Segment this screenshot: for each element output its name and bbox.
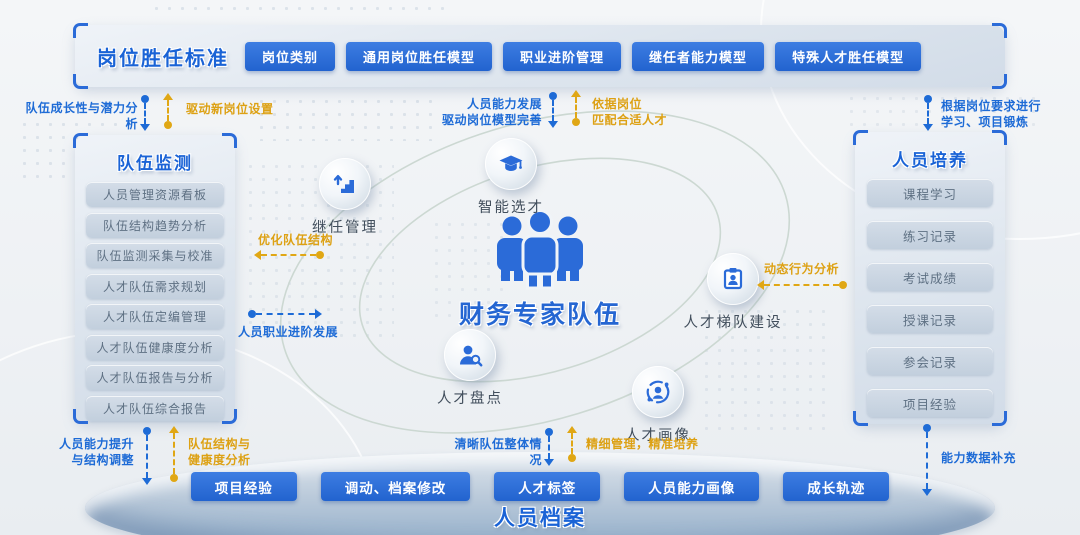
anno-fine-management: 精细管理，精准培养 (586, 437, 699, 451)
dashed-arrow-left (254, 250, 324, 260)
bracket-corner (992, 23, 1007, 38)
graduation-cap-icon[interactable] (485, 138, 537, 190)
person-search-icon[interactable] (444, 329, 496, 381)
bracket-corner (853, 411, 868, 426)
dashed-arrow-down (140, 95, 150, 131)
bottom-panel-title: 人员档案 (494, 507, 586, 530)
talent-echelon-node: 人才梯队建设 (663, 253, 803, 332)
dot-pattern (255, 95, 435, 141)
succession-management-node: 继任管理 (275, 158, 415, 237)
anno-capability-improvement: 人员能力提升 与结构调整 (58, 437, 134, 468)
left-panel-item[interactable]: 人才队伍需求规划 (86, 273, 224, 299)
right-panel-item[interactable]: 练习记录 (867, 221, 993, 249)
growth-track-button[interactable]: 成长轨迹 (783, 472, 890, 501)
bracket-corner (853, 130, 868, 145)
dashed-arrow-right (248, 309, 322, 319)
node-label: 人才盘点 (437, 391, 503, 407)
transfer-archive-edit-button[interactable]: 调动、档案修改 (320, 472, 471, 501)
smart-selection-node: 智能选才 (441, 138, 581, 217)
bracket-corner (992, 74, 1007, 89)
node-label: 智能选才 (478, 200, 544, 216)
dashed-arrow-down (142, 427, 152, 485)
talent-tag-button[interactable]: 人才标签 (494, 472, 601, 501)
right-panel-title: 人员培养 (892, 151, 968, 170)
top-panel-title: 岗位胜任标准 (97, 47, 229, 70)
left-panel-item[interactable]: 人才队伍报告与分析 (86, 365, 224, 390)
bracket-corner (73, 409, 88, 424)
right-panel-item[interactable]: 项目经验 (867, 389, 993, 417)
anno-match-talent: 依据岗位 匹配合适人才 (592, 97, 668, 128)
right-panel-item[interactable]: 考试成绩 (867, 263, 993, 291)
left-panel-title: 队伍监测 (117, 154, 193, 173)
talent-portrait-node: 人才画像 (588, 366, 728, 445)
node-label: 人才画像 (625, 428, 691, 444)
dashed-arrow-down (544, 428, 554, 466)
team-icon (497, 209, 583, 290)
top-panel-buttons: 岗位类别 通用岗位胜任模型 职业进阶管理 继任者能力模型 特殊人才胜任模型 (245, 41, 922, 71)
anno-capability-data: 能力数据补充 (941, 451, 1017, 465)
node-label: 继任管理 (312, 220, 378, 236)
anno-drive-new-position: 驱动新岗位设置 (186, 102, 274, 116)
clipboard-person-icon[interactable] (707, 253, 759, 305)
dashed-arrow-up (169, 426, 179, 482)
left-panel-item[interactable]: 人员管理资源看板 (86, 182, 224, 207)
bracket-corner (992, 130, 1007, 145)
right-panel-item[interactable]: 参会记录 (867, 347, 993, 375)
anno-clear-overview: 清晰队伍整体情况 (454, 437, 542, 468)
center-team-label: 财务专家队伍 (458, 301, 621, 329)
left-panel-item[interactable]: 队伍监测采集与校准 (86, 243, 224, 268)
anno-career-progression: 人员职业进阶发展 (238, 325, 339, 339)
capability-portrait-button[interactable]: 人员能力画像 (624, 472, 760, 501)
left-panel-item[interactable]: 队伍结构趋势分析 (86, 212, 224, 238)
dashed-arrow-up (163, 93, 173, 129)
dashed-arrow-down (922, 424, 932, 496)
dashed-arrow-down (548, 92, 558, 128)
successor-capability-model-button[interactable]: 继任者能力模型 (632, 41, 765, 71)
anno-position-training: 根据岗位要求进行 学习、项目锻炼 (941, 99, 1042, 130)
left-panel-item[interactable]: 人才队伍定编管理 (86, 304, 224, 329)
person-radar-icon[interactable] (632, 366, 684, 418)
anno-structure-health: 队伍结构与 健康度分析 (188, 437, 251, 468)
anno-capability-development: 人员能力发展 驱动岗位模型完善 (441, 97, 542, 128)
right-panel-item[interactable]: 授课记录 (867, 305, 993, 333)
center-team-group: 财务专家队伍 (430, 208, 650, 331)
node-label: 人才梯队建设 (683, 315, 783, 331)
special-talent-model-button[interactable]: 特殊人才胜任模型 (775, 41, 922, 71)
team-monitoring-panel: 队伍监测 人员管理资源看板 队伍结构趋势分析 队伍监测采集与校准 人才队伍需求规… (73, 133, 237, 424)
right-panel-item[interactable]: 课程学习 (867, 179, 993, 207)
position-category-button[interactable]: 岗位类别 (245, 41, 336, 71)
position-competency-panel: 岗位胜任标准 岗位类别 通用岗位胜任模型 职业进阶管理 继任者能力模型 特殊人才… (73, 23, 1007, 89)
stairs-up-icon[interactable] (319, 158, 371, 210)
project-experience-button[interactable]: 项目经验 (190, 472, 297, 501)
personnel-training-panel: 人员培养 课程学习 练习记录 考试成绩 授课记录 参会记录 项目经验 (853, 130, 1007, 426)
dashed-arrow-up (571, 90, 581, 126)
bottom-panel-buttons: 项目经验 调动、档案修改 人才标签 人员能力画像 成长轨迹 (0, 472, 1080, 501)
anno-team-growth: 队伍成长性与潜力分析 (25, 101, 138, 132)
bracket-corner (222, 133, 237, 148)
dot-pattern (150, 2, 450, 18)
anno-dynamic-behavior: 动态行为分析 (764, 262, 840, 276)
dashed-arrow-up (567, 426, 577, 462)
anno-optimize-structure: 优化队伍结构 (258, 233, 334, 247)
bracket-corner (73, 133, 88, 148)
bracket-corner (73, 23, 88, 38)
career-progression-mgmt-button[interactable]: 职业进阶管理 (503, 41, 622, 71)
left-panel-item[interactable]: 人才队伍综合报告 (86, 395, 224, 421)
dashed-arrow-down (923, 95, 933, 131)
dashed-arrow-left (757, 280, 847, 290)
general-competency-model-button[interactable]: 通用岗位胜任模型 (346, 41, 493, 71)
bracket-corner (222, 409, 237, 424)
bracket-corner (992, 411, 1007, 426)
bracket-corner (73, 74, 88, 89)
left-panel-item[interactable]: 人才队伍健康度分析 (86, 334, 224, 360)
talent-inventory-node: 人才盘点 (400, 329, 540, 408)
